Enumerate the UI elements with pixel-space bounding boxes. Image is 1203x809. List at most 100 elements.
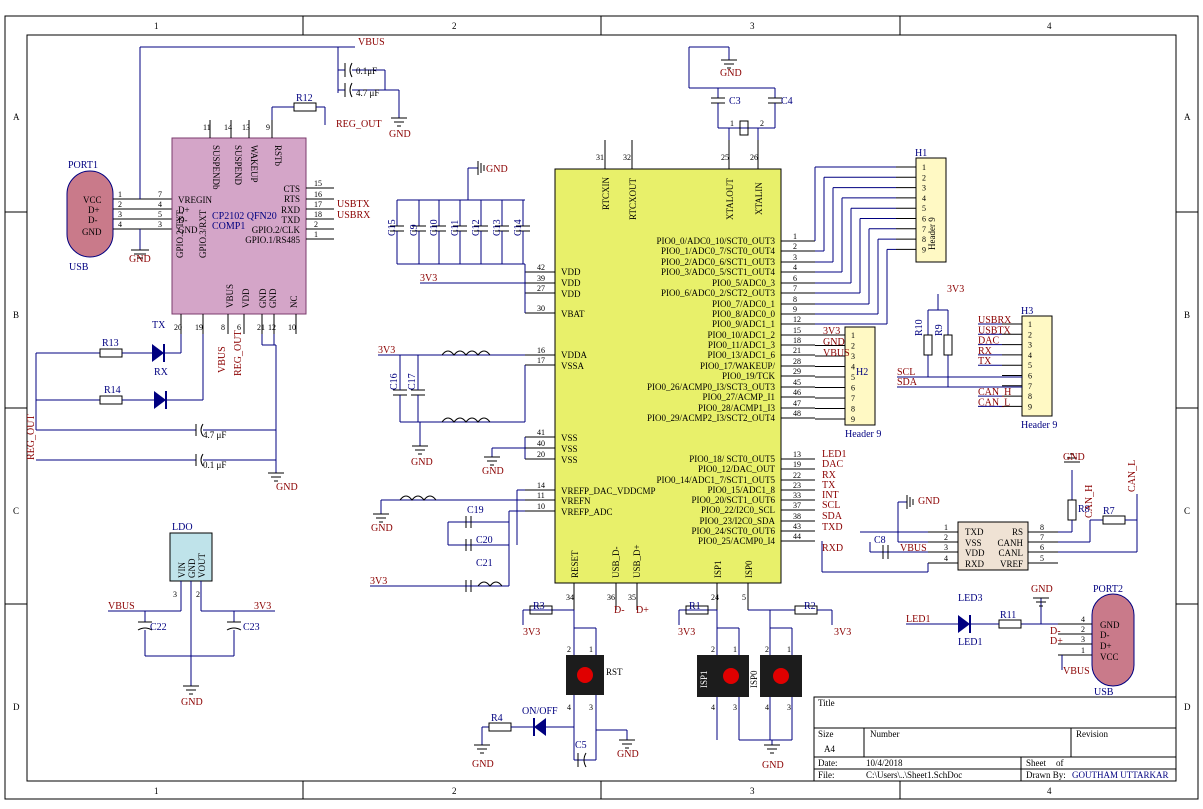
svg-text:2: 2 bbox=[314, 220, 318, 229]
vbus-caps: VBUS 0.1μF 4.7 μF GND bbox=[337, 37, 411, 140]
cap-value: 4.7 μF bbox=[203, 430, 226, 440]
svg-text:8: 8 bbox=[221, 323, 225, 332]
cap-designator: C9 bbox=[409, 224, 420, 236]
svg-text:2: 2 bbox=[765, 645, 769, 654]
svg-text:GND: GND bbox=[1031, 584, 1053, 595]
led-tx-label: TX bbox=[152, 320, 166, 331]
pin-label: PIO0_10/ADC1_2 bbox=[707, 330, 775, 340]
svg-text:36: 36 bbox=[607, 593, 615, 602]
col-label: 1 bbox=[154, 786, 159, 796]
pin-label: GND bbox=[258, 288, 268, 308]
svg-text:40: 40 bbox=[537, 439, 545, 448]
pin-label: XTALOUT bbox=[725, 178, 735, 220]
svg-text:12: 12 bbox=[268, 323, 276, 332]
svg-text:1: 1 bbox=[314, 230, 318, 239]
h3-net-label: CAN_L bbox=[978, 397, 1010, 408]
cap-designator: C14 bbox=[513, 219, 524, 236]
svg-text:3V3: 3V3 bbox=[523, 627, 540, 638]
pin-number: 46 bbox=[793, 388, 801, 397]
svg-text:10: 10 bbox=[537, 502, 545, 511]
col-label: 1 bbox=[154, 21, 159, 31]
header-pin-number: 5 bbox=[922, 204, 926, 213]
svg-text:GND: GND bbox=[482, 466, 504, 477]
led-onoff-label: ON/OFF bbox=[522, 706, 558, 717]
svg-text:4: 4 bbox=[711, 703, 715, 712]
h3-net-label: DAC bbox=[978, 336, 999, 347]
svg-text:GND: GND bbox=[918, 496, 940, 507]
pin-label: VSSA bbox=[561, 361, 585, 371]
svg-text:GND: GND bbox=[823, 337, 845, 348]
header-pin-number: 5 bbox=[851, 373, 855, 382]
header-pin-number: 9 bbox=[1028, 402, 1032, 411]
svg-text:R12: R12 bbox=[296, 93, 313, 104]
usb-port-1: PORT1 VCC D+ D- GND USB 12 34 74 53 bbox=[66, 46, 355, 273]
header-h3: H3 Header 9 123456789USBRXUSBTXDACRXTXCA… bbox=[897, 284, 1057, 431]
svg-text:16: 16 bbox=[537, 346, 545, 355]
svg-text:3: 3 bbox=[173, 590, 177, 599]
pin-label: PIO0_8/ADC0_0 bbox=[712, 309, 776, 319]
port2-pin: GND bbox=[1100, 620, 1120, 630]
h1-type: Header 9 bbox=[927, 217, 937, 250]
pin-label: VSS bbox=[561, 455, 578, 465]
svg-text:1: 1 bbox=[787, 645, 791, 654]
cap-designator: C11 bbox=[450, 220, 461, 236]
pin-label: VSS bbox=[561, 444, 578, 454]
pin-label: VOUT bbox=[197, 553, 207, 578]
svg-text:2: 2 bbox=[944, 533, 948, 542]
header-pin-number: 2 bbox=[1028, 330, 1032, 339]
svg-text:3: 3 bbox=[158, 220, 162, 229]
pin-label: PIO0_13/ADC1_6 bbox=[707, 350, 775, 360]
drawn-label: Drawn By: bbox=[1026, 770, 1066, 780]
svg-text:15: 15 bbox=[314, 179, 322, 188]
svg-text:CAN_L: CAN_L bbox=[1127, 460, 1138, 492]
pin-number: 18 bbox=[793, 336, 801, 345]
pin-number: 12 bbox=[793, 315, 801, 324]
row-label: C bbox=[1184, 506, 1190, 516]
header-pin-number: 5 bbox=[1028, 361, 1032, 370]
pin-label: RTS bbox=[284, 194, 300, 204]
svg-text:CAN_H: CAN_H bbox=[1084, 485, 1095, 518]
svg-text:3V3: 3V3 bbox=[420, 273, 437, 284]
svg-text:19: 19 bbox=[195, 323, 203, 332]
pin-label: D- bbox=[178, 215, 188, 225]
port2-pin: VCC bbox=[1100, 652, 1119, 662]
svg-text:4: 4 bbox=[765, 703, 769, 712]
pin-label: GPIO.2/CLK bbox=[252, 225, 301, 235]
led3-label: LED3 bbox=[958, 593, 982, 604]
svg-text:RX: RX bbox=[822, 470, 837, 481]
pin-label: PIO0_28/ACMP1_I3 bbox=[698, 403, 776, 413]
h3-net-label: TX bbox=[978, 356, 992, 367]
svg-text:1: 1 bbox=[589, 645, 593, 654]
svg-text:27: 27 bbox=[537, 284, 545, 293]
header-pin-number: 3 bbox=[922, 184, 926, 193]
pin-label: PIO0_19/TCK bbox=[722, 371, 776, 381]
svg-text:1: 1 bbox=[733, 645, 737, 654]
header-pin-number: 7 bbox=[922, 225, 926, 234]
pin-label: RS bbox=[1012, 527, 1023, 537]
svg-text:42: 42 bbox=[537, 263, 545, 272]
pin-label: USB_D- bbox=[611, 546, 621, 578]
cp2102-chip: CP2102 QFN20 COMP1 VREGIN D+ D- GND CTS … bbox=[129, 120, 371, 470]
pin-number: 43 bbox=[793, 522, 801, 531]
cap-value: 0.1 μF bbox=[203, 460, 226, 470]
isp1-button-label: ISP1 bbox=[699, 670, 709, 688]
pin-number: 45 bbox=[793, 378, 801, 387]
pin-label: VSS bbox=[561, 433, 578, 443]
svg-text:5: 5 bbox=[1040, 554, 1044, 563]
svg-text:18: 18 bbox=[314, 210, 322, 219]
isp0-button-label: ISP0 bbox=[749, 670, 759, 688]
pin-number: 23 bbox=[793, 481, 801, 490]
svg-text:3: 3 bbox=[787, 703, 791, 712]
pin-number: 33 bbox=[793, 491, 801, 500]
svg-text:C4: C4 bbox=[781, 96, 793, 107]
pin-label: VIN bbox=[177, 562, 187, 578]
header-pin-number: 1 bbox=[922, 163, 926, 172]
svg-text:2: 2 bbox=[118, 200, 122, 209]
svg-text:20: 20 bbox=[537, 450, 545, 459]
svg-text:1: 1 bbox=[1081, 646, 1085, 655]
svg-text:3: 3 bbox=[1081, 635, 1085, 644]
pin-label: NC bbox=[289, 295, 299, 308]
